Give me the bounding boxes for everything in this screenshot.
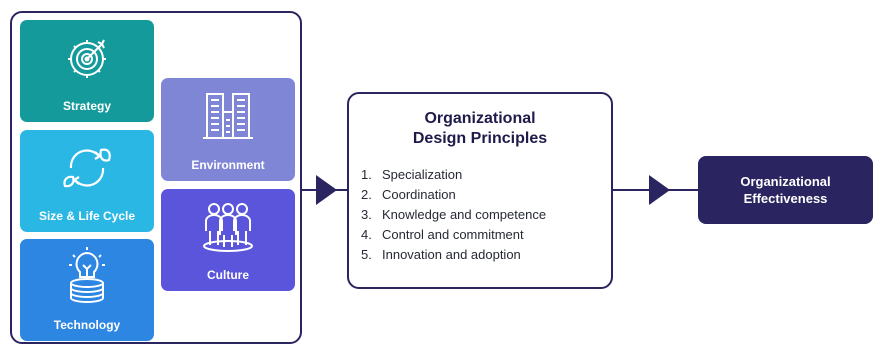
- technology-label: Technology: [53, 318, 121, 332]
- principle-item: 2. Coordination: [361, 185, 546, 205]
- factors-frame: [10, 11, 302, 344]
- principle-number: 4.: [361, 227, 372, 242]
- principle-text: Specialization: [382, 167, 463, 182]
- principle-text: Knowledge and competence: [382, 207, 547, 222]
- principle-number: 2.: [361, 187, 372, 202]
- outcome-line2: Effectiveness: [743, 191, 828, 206]
- environment-tile: Environment: [161, 78, 295, 181]
- principle-item: 4. Control and commitment: [361, 225, 546, 245]
- cycle-leaves-icon: [63, 148, 111, 188]
- strategy-tile: Strategy: [20, 20, 154, 122]
- people-group-icon: [203, 203, 253, 252]
- principles-list: 1. Specialization 2. Coordination 3. Knowle…: [361, 165, 546, 265]
- technology-tile: Technology: [20, 239, 154, 341]
- arrowhead-2: [649, 175, 670, 205]
- design-principles-title: Organizational Design Principles: [349, 109, 611, 149]
- principle-number: 3.: [361, 207, 372, 222]
- principle-item: 1. Specialization: [361, 165, 546, 185]
- arrowhead-1: [316, 175, 337, 205]
- principle-item: 3. Knowledge and competence: [361, 205, 546, 225]
- environment-label: Environment: [191, 158, 265, 172]
- outcome-line1: Organizational: [740, 174, 831, 189]
- principle-text: Control and commitment: [382, 227, 524, 242]
- principle-text: Innovation and adoption: [382, 247, 521, 262]
- design-principles-box: Organizational Design Principles 1. Speci…: [347, 92, 613, 289]
- principle-number: 1.: [361, 167, 372, 182]
- organizational-effectiveness-box: Organizational Effectiveness: [698, 156, 873, 224]
- principle-text: Coordination: [382, 187, 456, 202]
- principles-title-line2: Design Principles: [412, 130, 548, 147]
- principle-item: 5. Innovation and adoption: [361, 245, 546, 265]
- culture-label: Culture: [207, 268, 249, 282]
- strategy-label: Strategy: [62, 99, 112, 113]
- principle-number: 5.: [361, 247, 372, 262]
- size-life-cycle-label: Size & Life Cycle: [38, 209, 136, 223]
- size-life-cycle-tile: Size & Life Cycle: [20, 130, 154, 232]
- target-gear-icon: [68, 39, 106, 78]
- buildings-icon: [203, 93, 253, 139]
- culture-tile: Culture: [161, 189, 295, 291]
- principles-title-line1: Organizational: [424, 110, 536, 127]
- lightbulb-coins-icon: [69, 247, 105, 303]
